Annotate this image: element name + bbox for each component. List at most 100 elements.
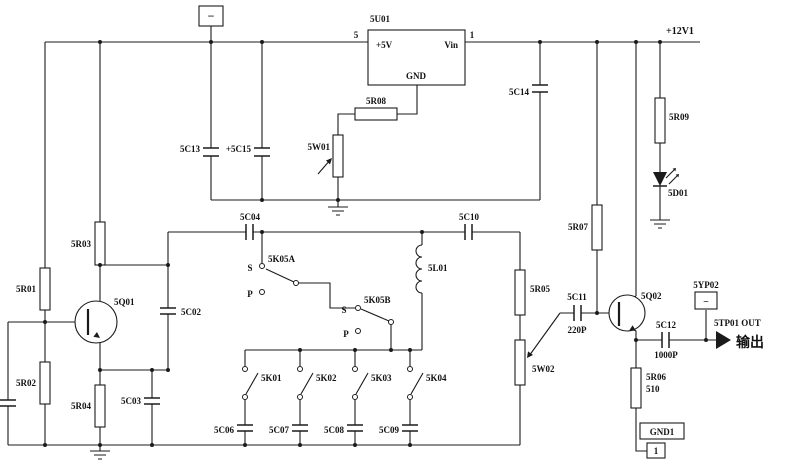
potentiometer-5W01 (332, 134, 344, 178)
label-5K01: 5K01 (261, 373, 282, 383)
contact (242, 394, 248, 400)
contact (407, 394, 413, 400)
jack-minus-sign: − (703, 297, 709, 308)
inductor-5L01 (415, 244, 423, 294)
ground-icon (650, 219, 670, 229)
switch-blades (245, 268, 424, 395)
output-terminal (716, 331, 731, 349)
wires (7, 26, 716, 452)
emitter-arrow (93, 332, 100, 338)
ground-icon (328, 206, 348, 216)
potentiometer-5W02 (514, 339, 526, 386)
neg-terminal-box (198, 5, 224, 27)
contact (297, 394, 303, 400)
resistor-5R05 (514, 269, 526, 316)
label-5R07: 5R07 (568, 222, 588, 232)
led-ray-arrow (672, 168, 676, 172)
resistor-5R09 (654, 97, 666, 144)
label-5C15: +5C15 (226, 144, 252, 154)
label-5K05A-P: P (247, 289, 253, 299)
transistor-5Q02 (608, 294, 646, 332)
output-triangle-icon (716, 331, 731, 349)
label-5R02: 5R02 (16, 378, 36, 388)
wiper-arrow-5W02 (527, 351, 533, 358)
resistor-5R07 (591, 204, 603, 251)
label-5YP02: 5YP02 (693, 280, 719, 290)
connector-GND1 (639, 422, 685, 459)
regulator-in-label: Vin (444, 40, 458, 50)
label-5K05B-P: P (343, 329, 349, 339)
contact (355, 328, 361, 334)
led-ray-arrow (675, 174, 679, 178)
label-5Q02: 5Q02 (641, 291, 662, 301)
label-5C08: 5C08 (324, 425, 344, 435)
label-5C04: 5C04 (240, 212, 260, 222)
label-5U01: 5U01 (370, 14, 390, 24)
label-5K03: 5K03 (371, 373, 392, 383)
label-5C10: 5C10 (459, 212, 479, 222)
label-5K04: 5K04 (426, 373, 447, 383)
label-5R04: 5R04 (71, 401, 91, 411)
contact (259, 289, 265, 295)
pin-5-label: 5 (354, 30, 359, 40)
resistor-5R02 (39, 361, 51, 405)
pin-1-label: 1 (470, 30, 475, 40)
value-220P: 220P (568, 325, 588, 335)
label-5C06: 5C06 (214, 425, 234, 435)
resistor-5R01 (39, 267, 51, 311)
rail-label: +12V1 (666, 26, 694, 37)
contact (352, 366, 358, 372)
value-510: 510 (646, 384, 660, 394)
label-5L01: 5L01 (428, 263, 448, 273)
resistors (39, 97, 666, 428)
label-5C14: 5C14 (509, 87, 529, 97)
resistor-5R06 (630, 367, 642, 409)
value-1000P: 1000P (654, 350, 678, 360)
label-5K05A-S: S (247, 263, 252, 273)
contact (259, 263, 265, 269)
label-5R01: 5R01 (16, 284, 36, 294)
led-triangle (653, 172, 667, 186)
resistor-5R08 (354, 107, 398, 121)
regulator-gnd-label: GND (406, 71, 427, 81)
label-5Q01: 5Q01 (114, 297, 135, 307)
label-5C12: 5C12 (656, 320, 676, 330)
contact (388, 319, 394, 325)
label-5R09: 5R09 (669, 112, 689, 122)
label-5W02: 5W02 (532, 364, 555, 374)
output-label-cn: 输出 (736, 334, 764, 351)
capacitors (0, 84, 670, 432)
contact (242, 366, 248, 372)
label-5R08: 5R08 (366, 96, 386, 106)
gnd1-pin-label: 1 (654, 446, 659, 456)
contact (352, 394, 358, 400)
label-5K05B-S: S (341, 305, 346, 315)
switches (242, 263, 424, 400)
regulator-5U01 (367, 29, 466, 86)
contact (293, 280, 299, 286)
label-5D01: 5D01 (668, 188, 688, 198)
labels: − +12V1 5U01 5 1 +5V Vin GND 5C13 +5C15 … (16, 9, 764, 456)
label-5C07: 5C07 (269, 425, 289, 435)
label-5R05: 5R05 (530, 284, 550, 294)
label-5C02: 5C02 (181, 307, 201, 317)
label-5K05A: 5K05A (268, 254, 296, 264)
emitter-arrow (629, 325, 636, 331)
transistor-5Q01 (74, 300, 118, 344)
ground-icon (90, 450, 110, 460)
label-5TP01-OUT: 5TP01 OUT (714, 318, 761, 328)
neg-terminal-label: − (208, 9, 215, 23)
wiper-arrow-5W01 (326, 158, 332, 165)
resistor-5R04 (94, 384, 106, 428)
led-5D01 (653, 168, 679, 186)
contact (407, 366, 413, 372)
label-5W01: 5W01 (308, 142, 331, 152)
label-5C11: 5C11 (567, 292, 587, 302)
label-5R06: 5R06 (646, 372, 666, 382)
label-5R03: 5R03 (71, 239, 91, 249)
resistor-5R03 (94, 221, 106, 266)
label-5C03: 5C03 (121, 396, 141, 406)
jack-5YP02 (694, 291, 718, 310)
